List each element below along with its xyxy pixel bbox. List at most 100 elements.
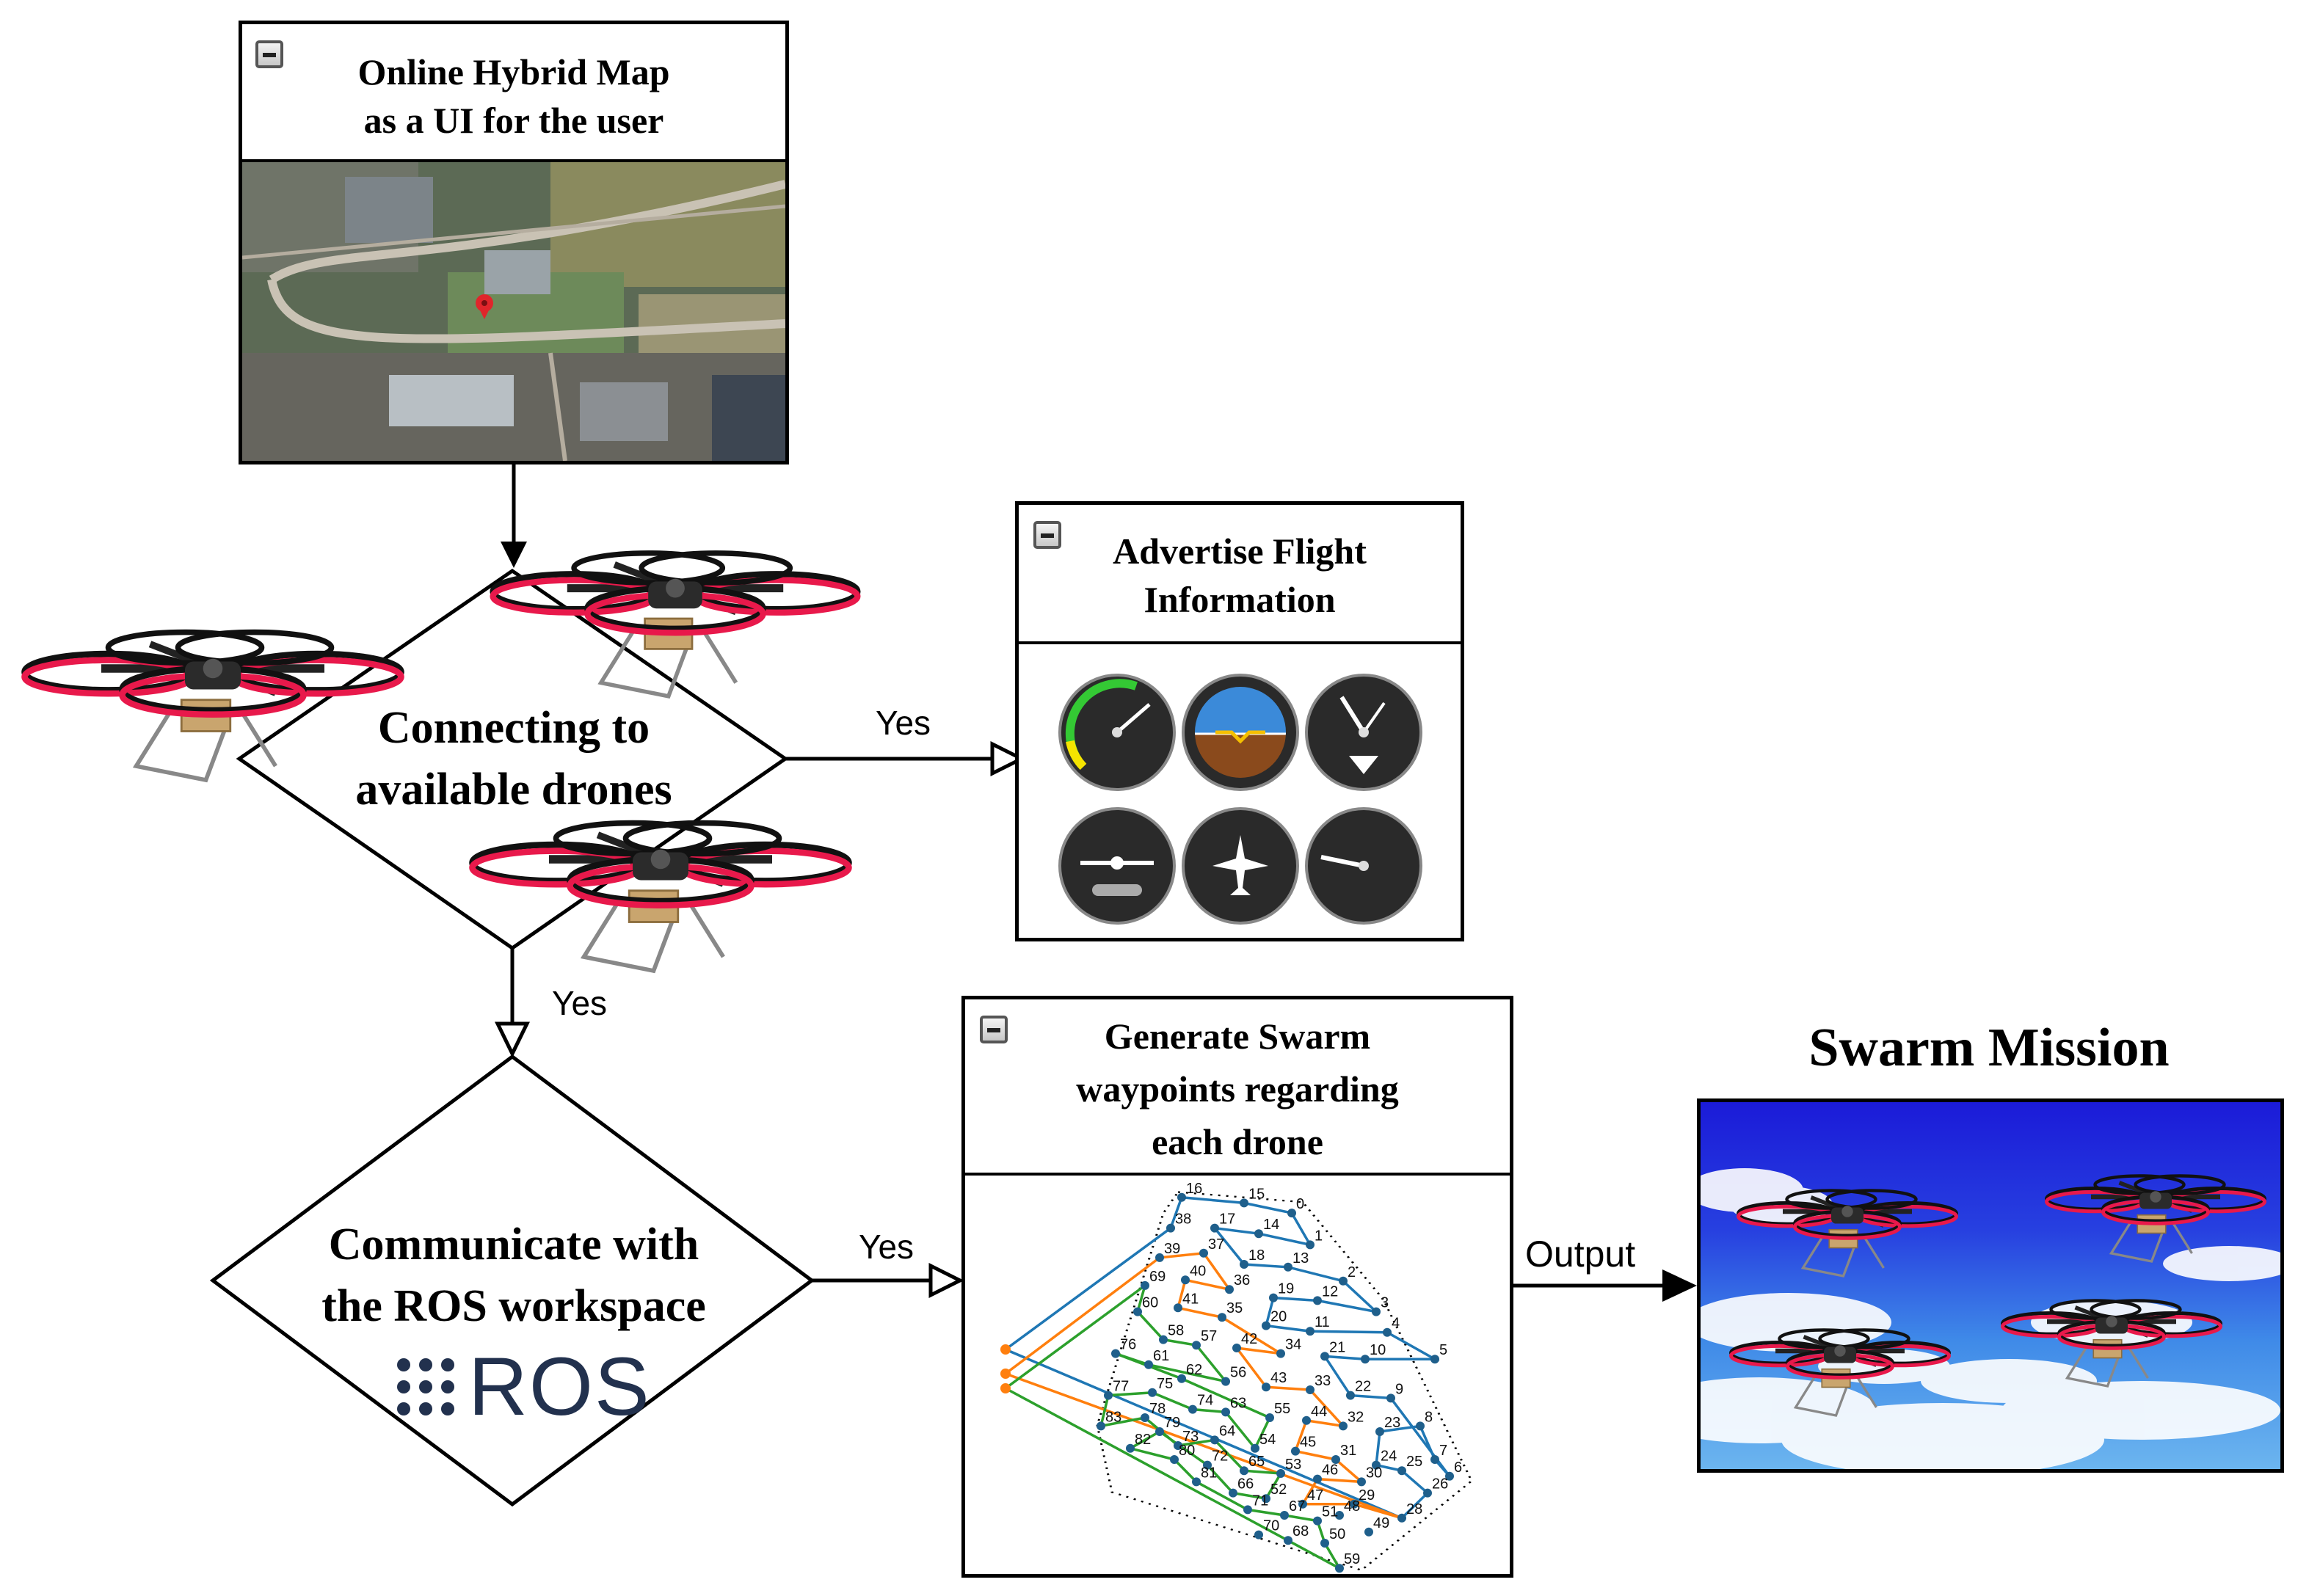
waypoint-dot	[1386, 1393, 1395, 1403]
flight-info-panel: Advertise Flight Information	[1015, 501, 1464, 941]
edge-label-yes-flight: Yes	[876, 704, 931, 742]
waypoint-dot	[1397, 1466, 1406, 1476]
waypoint-label: 50	[1329, 1526, 1345, 1542]
waypoint-label: 46	[1322, 1462, 1338, 1479]
waypoint-label: 2	[1348, 1264, 1356, 1280]
waypoint-dot	[1361, 1355, 1370, 1364]
waypoint-label: 24	[1381, 1449, 1397, 1465]
waypoint-dot	[1221, 1407, 1230, 1417]
waypoint-label: 48	[1344, 1498, 1360, 1515]
waypoint-label: 71	[1252, 1493, 1268, 1509]
waypoint-dot	[1357, 1477, 1366, 1487]
start-point	[1000, 1369, 1011, 1379]
start-point	[1000, 1383, 1011, 1393]
waypoint-label: 53	[1285, 1457, 1301, 1473]
waypoint-dot	[1170, 1455, 1179, 1464]
waypoint-dot	[1148, 1388, 1157, 1397]
waypoint-label: 37	[1208, 1236, 1224, 1253]
waypoint-dot	[1276, 1349, 1285, 1358]
mission-drones	[1701, 1102, 2280, 1469]
edge-label-output: Output	[1525, 1234, 1636, 1275]
waypoint-label: 73	[1182, 1429, 1199, 1445]
waypoint-dot	[1225, 1285, 1234, 1294]
waypoint-dot	[1430, 1455, 1439, 1464]
waypoint-label: 11	[1315, 1314, 1330, 1330]
map-panel: Online Hybrid Map as a UI for the user	[239, 21, 789, 464]
waypoint-label: 1	[1315, 1228, 1323, 1244]
waypoint-dot	[1430, 1355, 1439, 1364]
drone-icon	[2047, 1176, 2265, 1261]
waypoint-label: 17	[1219, 1211, 1235, 1228]
turn-coordinator-icon	[1058, 807, 1176, 925]
waypoint-label: 39	[1164, 1241, 1180, 1257]
satellite-map-image[interactable]	[242, 162, 785, 461]
waypoint-label: 56	[1230, 1365, 1246, 1381]
waypoint-label: 60	[1142, 1295, 1158, 1311]
waypoint-dot	[1269, 1293, 1278, 1302]
heading-indicator-icon	[1182, 807, 1299, 925]
flight-panel-title: Advertise Flight Information	[1113, 531, 1367, 620]
ros-logo-text: ROS	[468, 1341, 651, 1432]
waypoint-label: 45	[1300, 1435, 1316, 1451]
waypoint-dot	[1141, 1413, 1149, 1422]
waypoint-dot	[1284, 1262, 1292, 1272]
flight-instruments	[1058, 674, 1422, 925]
waypoint-label: 8	[1425, 1409, 1433, 1425]
waypoint-label: 67	[1289, 1498, 1305, 1515]
waypoint-label: 14	[1263, 1217, 1279, 1233]
waypoint-label: 29	[1359, 1487, 1375, 1504]
waypoint-label: 15	[1248, 1186, 1265, 1202]
waypoint-dot	[1199, 1248, 1208, 1258]
waypoint-label: 58	[1168, 1323, 1184, 1339]
waypoint-dot	[1240, 1198, 1248, 1208]
waypoint-label: 35	[1226, 1300, 1243, 1316]
edge-label-yes-ros: Yes	[552, 984, 608, 1022]
waypoint-label: 18	[1248, 1247, 1265, 1264]
waypoint-label: 70	[1263, 1518, 1279, 1534]
waypoint-label: 36	[1234, 1272, 1250, 1289]
waypoint-label: 75	[1157, 1376, 1173, 1392]
waypoint-dot	[1174, 1441, 1182, 1450]
waypoint-label: 81	[1201, 1465, 1217, 1481]
waypoint-dot	[1210, 1435, 1219, 1445]
waypoint-label: 43	[1270, 1370, 1287, 1386]
waypoint-label: 19	[1278, 1281, 1294, 1297]
decision-diamond-ros	[209, 1054, 815, 1507]
waypoint-dot	[1423, 1488, 1432, 1498]
waypoint-dot	[1335, 1511, 1344, 1520]
waypoint-label: 41	[1182, 1291, 1199, 1307]
drone-icon	[2003, 1300, 2221, 1386]
map-panel-header: Online Hybrid Map as a UI for the user	[242, 24, 785, 162]
waypoint-dot	[1232, 1344, 1241, 1352]
waypoint-dot	[1302, 1415, 1311, 1425]
collapse-icon[interactable]	[980, 1016, 1008, 1043]
waypoint-label: 72	[1212, 1449, 1228, 1465]
waypoint-dot	[1335, 1564, 1344, 1573]
waypoint-dot	[1339, 1276, 1348, 1286]
waypoint-label: 44	[1311, 1404, 1327, 1420]
waypoint-dot	[1280, 1511, 1289, 1520]
airspeed-gauge-icon	[1058, 674, 1176, 791]
waypoint-label: 5	[1439, 1342, 1447, 1358]
swarm-mission-image[interactable]	[1697, 1098, 2284, 1473]
arrowhead-map	[501, 542, 527, 568]
waypoint-dot	[1364, 1527, 1373, 1537]
collapse-icon[interactable]	[1033, 521, 1061, 549]
waypoint-label: 76	[1120, 1337, 1136, 1353]
waypoint-label: 22	[1355, 1379, 1371, 1395]
waypoint-label: 38	[1175, 1211, 1191, 1228]
collapse-icon[interactable]	[255, 40, 283, 68]
waypoint-dot	[1111, 1349, 1120, 1358]
waypoint-dot	[1262, 1494, 1270, 1504]
waypoint-label: 20	[1270, 1309, 1287, 1325]
waypoint-label: 3	[1381, 1295, 1389, 1311]
waypoint-label: 12	[1322, 1283, 1338, 1300]
waypoint-dot	[1203, 1460, 1212, 1470]
waypoint-label: 55	[1274, 1401, 1290, 1417]
arrowhead-flight-open	[990, 740, 1026, 777]
waypoint-label: 68	[1292, 1523, 1309, 1539]
waypoint-dot	[1181, 1275, 1190, 1285]
waypoint-label: 32	[1348, 1409, 1364, 1425]
drone-icon	[1731, 1330, 1949, 1415]
waypoint-dot	[1218, 1313, 1226, 1322]
